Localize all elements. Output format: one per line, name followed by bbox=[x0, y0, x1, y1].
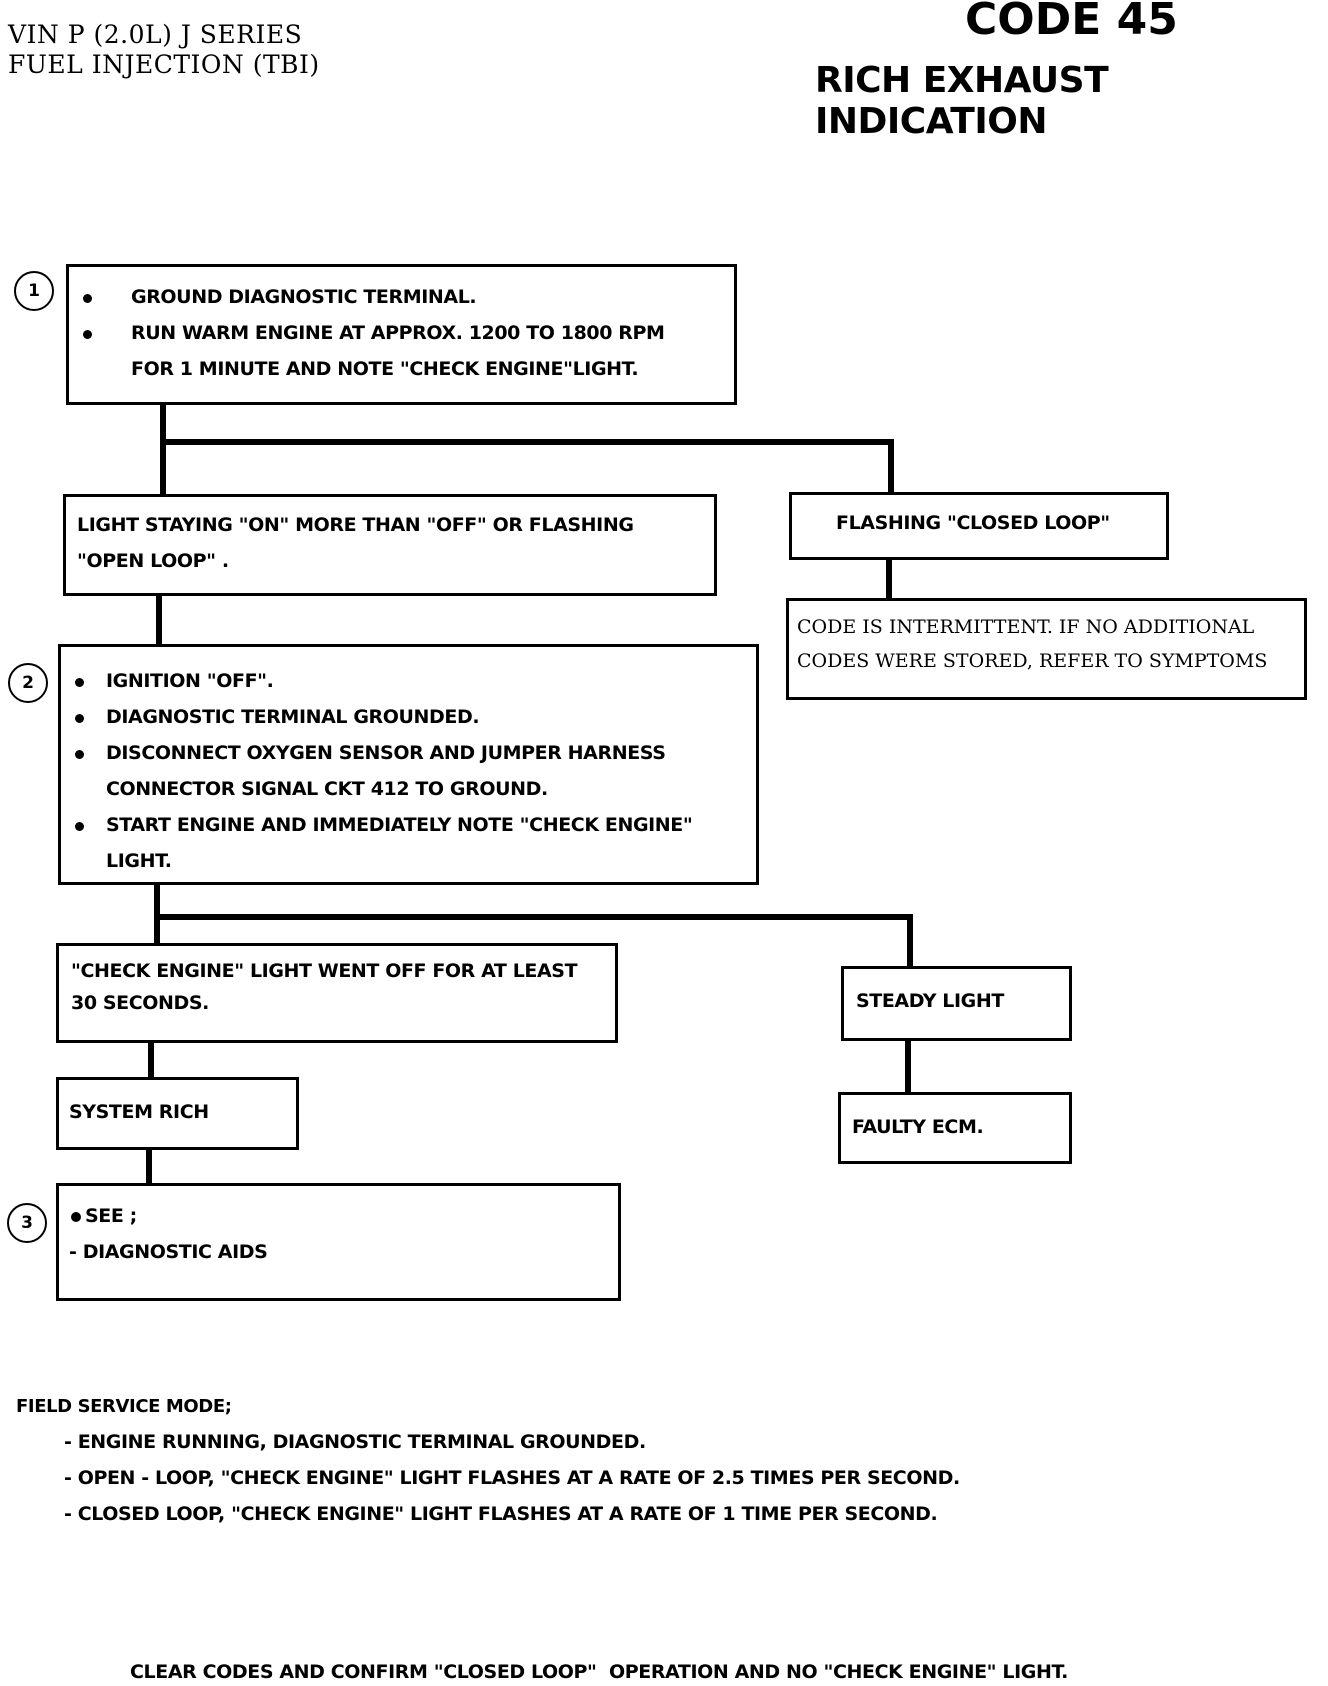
step-2-box: IGNITION "OFF". DIAGNOSTIC TERMINAL GROU… bbox=[58, 644, 759, 885]
step-1-bullet-2-cont: FOR 1 MINUTE AND NOTE "CHECK ENGINE"LIGH… bbox=[69, 351, 734, 387]
step-1-bullet-1: GROUND DIAGNOSTIC TERMINAL. bbox=[69, 279, 734, 315]
connector-lightoff-to-rich bbox=[148, 1041, 154, 1079]
footer-instruction: CLEAR CODES AND CONFIRM "CLOSED LOOP" OP… bbox=[130, 1661, 1068, 1683]
system-line: FUEL INJECTION (TBI) bbox=[8, 50, 320, 79]
step-2-bullet-4: START ENGINE AND IMMEDIATELY NOTE "CHECK… bbox=[61, 807, 756, 843]
intermittent-line-2: CODES WERE STORED, REFER TO SYMPTOMS bbox=[797, 650, 1268, 672]
step-2-bullet-4-line-2: LIGHT. bbox=[106, 850, 172, 872]
intermittent-box: CODE IS INTERMITTENT. IF NO ADDITIONAL C… bbox=[786, 598, 1307, 700]
step-2-bullet-4-line-1: START ENGINE AND IMMEDIATELY NOTE "CHECK… bbox=[106, 814, 693, 836]
step-1-bullet-2: RUN WARM ENGINE AT APPROX. 1200 TO 1800 … bbox=[69, 315, 734, 351]
step-2-bullet-2: DIAGNOSTIC TERMINAL GROUNDED. bbox=[61, 699, 756, 735]
connector-branch1-horizontal bbox=[160, 439, 894, 445]
step-3-line-1-row: SEE ; bbox=[69, 1198, 618, 1234]
step-1-box: GROUND DIAGNOSTIC TERMINAL. RUN WARM ENG… bbox=[66, 264, 737, 405]
bullet-icon bbox=[83, 294, 92, 303]
bullet-icon bbox=[71, 1212, 81, 1222]
step-2-bullet-3: DISCONNECT OXYGEN SENSOR AND JUMPER HARN… bbox=[61, 735, 756, 771]
bullet-icon bbox=[75, 822, 84, 831]
bullet-icon bbox=[75, 750, 84, 759]
connector-branch2-right-down bbox=[907, 914, 913, 968]
step-2-marker: 2 bbox=[8, 663, 48, 703]
connector-lighton-to-step2 bbox=[156, 596, 162, 644]
light-on-line-2: "OPEN LOOP" . bbox=[77, 550, 229, 572]
step-2-bullet-2-text: DIAGNOSTIC TERMINAL GROUNDED. bbox=[106, 706, 480, 728]
faulty-ecm-text: FAULTY ECM. bbox=[852, 1116, 984, 1138]
light-went-off-box: "CHECK ENGINE" LIGHT WENT OFF FOR AT LEA… bbox=[56, 943, 618, 1043]
bullet-icon bbox=[75, 678, 84, 687]
field-service-item-1: - ENGINE RUNNING, DIAGNOSTIC TERMINAL GR… bbox=[64, 1431, 646, 1453]
flashing-closed-loop-text: FLASHING "CLOSED LOOP" bbox=[836, 512, 1110, 534]
faulty-ecm-box: FAULTY ECM. bbox=[838, 1092, 1072, 1164]
light-on-box: LIGHT STAYING "ON" MORE THAN "OFF" OR FL… bbox=[63, 494, 717, 596]
code-subtitle: RICH EXHAUST INDICATION bbox=[815, 60, 1109, 142]
system-rich-text: SYSTEM RICH bbox=[69, 1101, 209, 1123]
step-1-bullet-1-text: GROUND DIAGNOSTIC TERMINAL. bbox=[131, 286, 477, 308]
connector-branch1-right-down bbox=[888, 439, 894, 494]
system-rich-box: SYSTEM RICH bbox=[56, 1077, 299, 1150]
connector-steady-to-faulty bbox=[905, 1039, 911, 1094]
step-1-marker: 1 bbox=[14, 271, 54, 311]
step-3-marker: 3 bbox=[7, 1203, 47, 1243]
field-service-item-2: - OPEN - LOOP, "CHECK ENGINE" LIGHT FLAS… bbox=[64, 1467, 960, 1489]
step-1-bullet-2-line-2: FOR 1 MINUTE AND NOTE "CHECK ENGINE"LIGH… bbox=[131, 358, 639, 380]
step-2-bullet-1: IGNITION "OFF". bbox=[61, 663, 756, 699]
step-1-number: 1 bbox=[28, 281, 40, 301]
step-3-line-1: SEE ; bbox=[85, 1205, 137, 1227]
intermittent-line-1: CODE IS INTERMITTENT. IF NO ADDITIONAL bbox=[797, 616, 1255, 638]
step-2-number: 2 bbox=[22, 673, 34, 693]
connector-branch2-horizontal bbox=[154, 914, 913, 920]
steady-light-text: STEADY LIGHT bbox=[856, 990, 1004, 1012]
step-2-bullet-4-cont: LIGHT. bbox=[61, 843, 756, 879]
step-3-number: 3 bbox=[21, 1213, 33, 1233]
steady-light-box: STEADY LIGHT bbox=[841, 966, 1072, 1041]
field-service-item-3: - CLOSED LOOP, "CHECK ENGINE" LIGHT FLAS… bbox=[64, 1503, 938, 1525]
flashing-closed-loop-box: FLASHING "CLOSED LOOP" bbox=[789, 492, 1169, 560]
light-went-off-line-2: 30 SECONDS. bbox=[71, 992, 209, 1014]
step-1-bullet-2-line-1: RUN WARM ENGINE AT APPROX. 1200 TO 1800 … bbox=[131, 322, 665, 344]
code-title: CODE 45 bbox=[965, 0, 1178, 45]
connector-rich-to-step3 bbox=[146, 1148, 152, 1185]
step-3-line-2: - DIAGNOSTIC AIDS bbox=[69, 1241, 268, 1263]
step-2-bullet-3-cont: CONNECTOR SIGNAL CKT 412 TO GROUND. bbox=[61, 771, 756, 807]
vin-line: VIN P (2.0L) J SERIES bbox=[8, 20, 303, 49]
step-2-bullet-3-line-1: DISCONNECT OXYGEN SENSOR AND JUMPER HARN… bbox=[106, 742, 666, 764]
light-went-off-line-1: "CHECK ENGINE" LIGHT WENT OFF FOR AT LEA… bbox=[71, 960, 578, 982]
step-2-bullet-1-text: IGNITION "OFF". bbox=[106, 670, 274, 692]
connector-flashing-to-intermittent bbox=[886, 560, 892, 600]
step-3-box: SEE ; - DIAGNOSTIC AIDS bbox=[56, 1183, 621, 1301]
step-2-bullet-3-line-2: CONNECTOR SIGNAL CKT 412 TO GROUND. bbox=[106, 778, 548, 800]
field-service-heading: FIELD SERVICE MODE; bbox=[16, 1396, 232, 1417]
bullet-icon bbox=[75, 714, 84, 723]
bullet-icon bbox=[83, 330, 92, 339]
light-on-line-1: LIGHT STAYING "ON" MORE THAN "OFF" OR FL… bbox=[77, 514, 634, 536]
connector-step1-down bbox=[160, 403, 166, 495]
